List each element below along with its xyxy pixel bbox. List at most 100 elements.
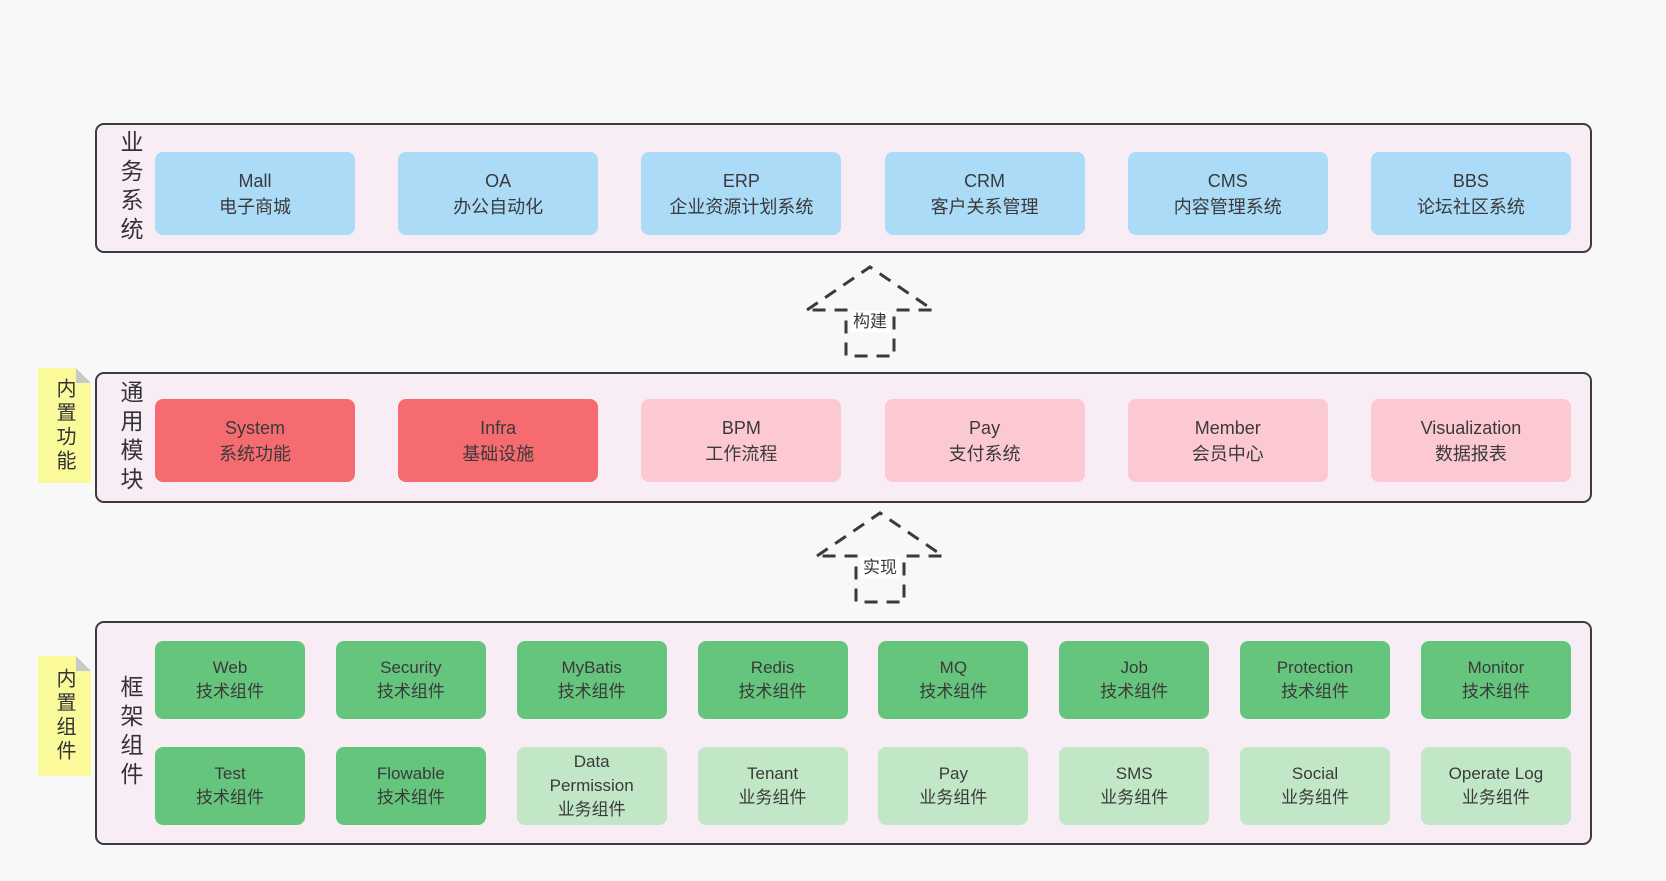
node-desc: 业务组件 [557, 800, 626, 819]
node-security: Security 技术组件 [335, 641, 486, 719]
node-operate-log: Operate Log 业务组件 [1420, 747, 1571, 825]
node-name: Infra [480, 417, 517, 438]
node-name: Monitor [1467, 658, 1525, 677]
node-web: Web 技术组件 [155, 641, 305, 719]
node-crm: CRM 客户关系管理 [884, 152, 1085, 235]
node-desc: 基础设施 [462, 443, 535, 464]
node-erp: ERP 企业资源计划系统 [641, 152, 842, 235]
node-name: CMS [1207, 170, 1248, 191]
node-member: Member 会员中心 [1127, 399, 1328, 482]
node-desc: 业务组件 [1281, 788, 1350, 807]
node-data-permission: Data Permission 业务组件 [516, 747, 667, 825]
node-flowable: Flowable 技术组件 [335, 747, 486, 825]
node-name: Visualization [1420, 417, 1522, 438]
node-name: Test [214, 764, 246, 783]
node-desc: 技术组件 [919, 682, 988, 701]
node-desc: 论坛社区系统 [1416, 196, 1525, 217]
node-desc: 技术组件 [376, 788, 445, 807]
node-desc: 支付系统 [948, 443, 1021, 464]
node-desc: 会员中心 [1191, 443, 1264, 464]
node-desc: 技术组件 [376, 682, 445, 701]
node-name: Operate Log [1448, 764, 1544, 783]
node-name: OA [485, 170, 512, 191]
folded-corner-icon [76, 656, 91, 671]
node-name: System [224, 417, 285, 438]
node-desc: 企业资源计划系统 [669, 196, 814, 217]
node-name: MQ [939, 658, 968, 677]
node-name: ERP [722, 170, 760, 191]
up-arrow-icon [815, 511, 945, 604]
layer-framework-components: 框架组件 Web 技术组件 Security 技术组件 MyBatis 技术组件… [95, 621, 1592, 845]
node-cms: CMS 内容管理系统 [1127, 152, 1328, 235]
node-desc: 内容管理系统 [1173, 196, 1282, 217]
node-oa: OA 办公自动化 [398, 152, 599, 235]
node-name: Pay [938, 764, 969, 783]
components-row-2: Test 技术组件 Flowable 技术组件 Data Permission … [155, 747, 1571, 825]
sticky-note-built-in-components: 内置组件 [38, 656, 91, 776]
node-pay: Pay 支付系统 [884, 399, 1085, 482]
node-desc: 业务组件 [919, 788, 988, 807]
folded-corner-icon [76, 368, 91, 383]
node-mq: MQ 技术组件 [878, 641, 1029, 719]
node-name: MyBatis [561, 658, 622, 677]
node-name: Protection [1276, 658, 1354, 677]
components-row-1: Web 技术组件 Security 技术组件 MyBatis 技术组件 Redi… [155, 641, 1571, 719]
node-visualization: Visualization 数据报表 [1370, 399, 1571, 482]
node-bpm: BPM 工作流程 [641, 399, 842, 482]
node-name: SMS [1115, 764, 1153, 783]
node-desc: 业务组件 [1100, 788, 1169, 807]
node-name: Social [1291, 764, 1339, 783]
node-name: Data Permission [549, 752, 634, 795]
modules-row: System 系统功能 Infra 基础设施 BPM 工作流程 Pay 支付系统… [155, 399, 1571, 482]
layer-common-modules: 通用模块 System 系统功能 Infra 基础设施 BPM 工作流程 Pay… [95, 372, 1592, 503]
node-name: BBS [1452, 170, 1489, 191]
sticky-label: 内置功能 [53, 377, 75, 474]
node-desc: 业务组件 [738, 788, 807, 807]
node-desc: 技术组件 [738, 682, 807, 701]
node-protection: Protection 技术组件 [1240, 641, 1391, 719]
node-name: Job [1120, 658, 1148, 677]
layer-label: 通用模块 [117, 379, 143, 496]
node-mybatis: MyBatis 技术组件 [516, 641, 667, 719]
sticky-note-built-in-features: 内置功能 [38, 368, 91, 483]
layer-label: 框架组件 [117, 675, 143, 791]
node-name: Member [1194, 417, 1261, 438]
node-bbs: BBS 论坛社区系统 [1370, 152, 1571, 235]
node-name: Mall [238, 170, 272, 191]
node-name: Security [380, 658, 442, 677]
node-redis: Redis 技术组件 [697, 641, 848, 719]
node-social: Social 业务组件 [1240, 747, 1391, 825]
node-desc: 技术组件 [557, 682, 626, 701]
node-name: CRM [964, 170, 1006, 191]
node-pay-component: Pay 业务组件 [878, 747, 1029, 825]
node-name: Flowable [376, 764, 445, 783]
node-desc: 工作流程 [705, 443, 778, 464]
node-desc: 电子商城 [219, 196, 291, 217]
node-name: Pay [969, 417, 1001, 438]
node-infra: Infra 基础设施 [398, 399, 599, 482]
node-name: Redis [750, 658, 795, 677]
node-mall: Mall 电子商城 [155, 152, 355, 235]
sticky-label: 内置组件 [53, 668, 75, 764]
up-arrow-icon [805, 265, 935, 358]
up-arrow-implement: 实现 [815, 510, 945, 605]
layer-business-systems: 业务系统 Mall 电子商城 OA 办公自动化 ERP 企业资源计划系统 CRM… [95, 123, 1592, 253]
node-monitor: Monitor 技术组件 [1420, 641, 1571, 719]
node-tenant: Tenant 业务组件 [697, 747, 848, 825]
node-name: BPM [721, 417, 761, 438]
business-row: Mall 电子商城 OA 办公自动化 ERP 企业资源计划系统 CRM 客户关系… [155, 152, 1571, 235]
arrow-label: 实现 [860, 557, 900, 578]
node-desc: 数据报表 [1434, 443, 1507, 464]
node-job: Job 技术组件 [1059, 641, 1210, 719]
layer-label: 业务系统 [117, 130, 143, 246]
up-arrow-build: 构建 [805, 264, 935, 359]
node-desc: 客户关系管理 [930, 196, 1039, 217]
node-sms: SMS 业务组件 [1059, 747, 1210, 825]
node-desc: 技术组件 [1100, 682, 1169, 701]
node-name: Tenant [747, 764, 799, 783]
node-name: Web [212, 658, 248, 677]
node-test: Test 技术组件 [155, 747, 305, 825]
node-desc: 业务组件 [1461, 788, 1530, 807]
arrow-label: 构建 [850, 311, 890, 332]
node-desc: 技术组件 [196, 788, 264, 807]
